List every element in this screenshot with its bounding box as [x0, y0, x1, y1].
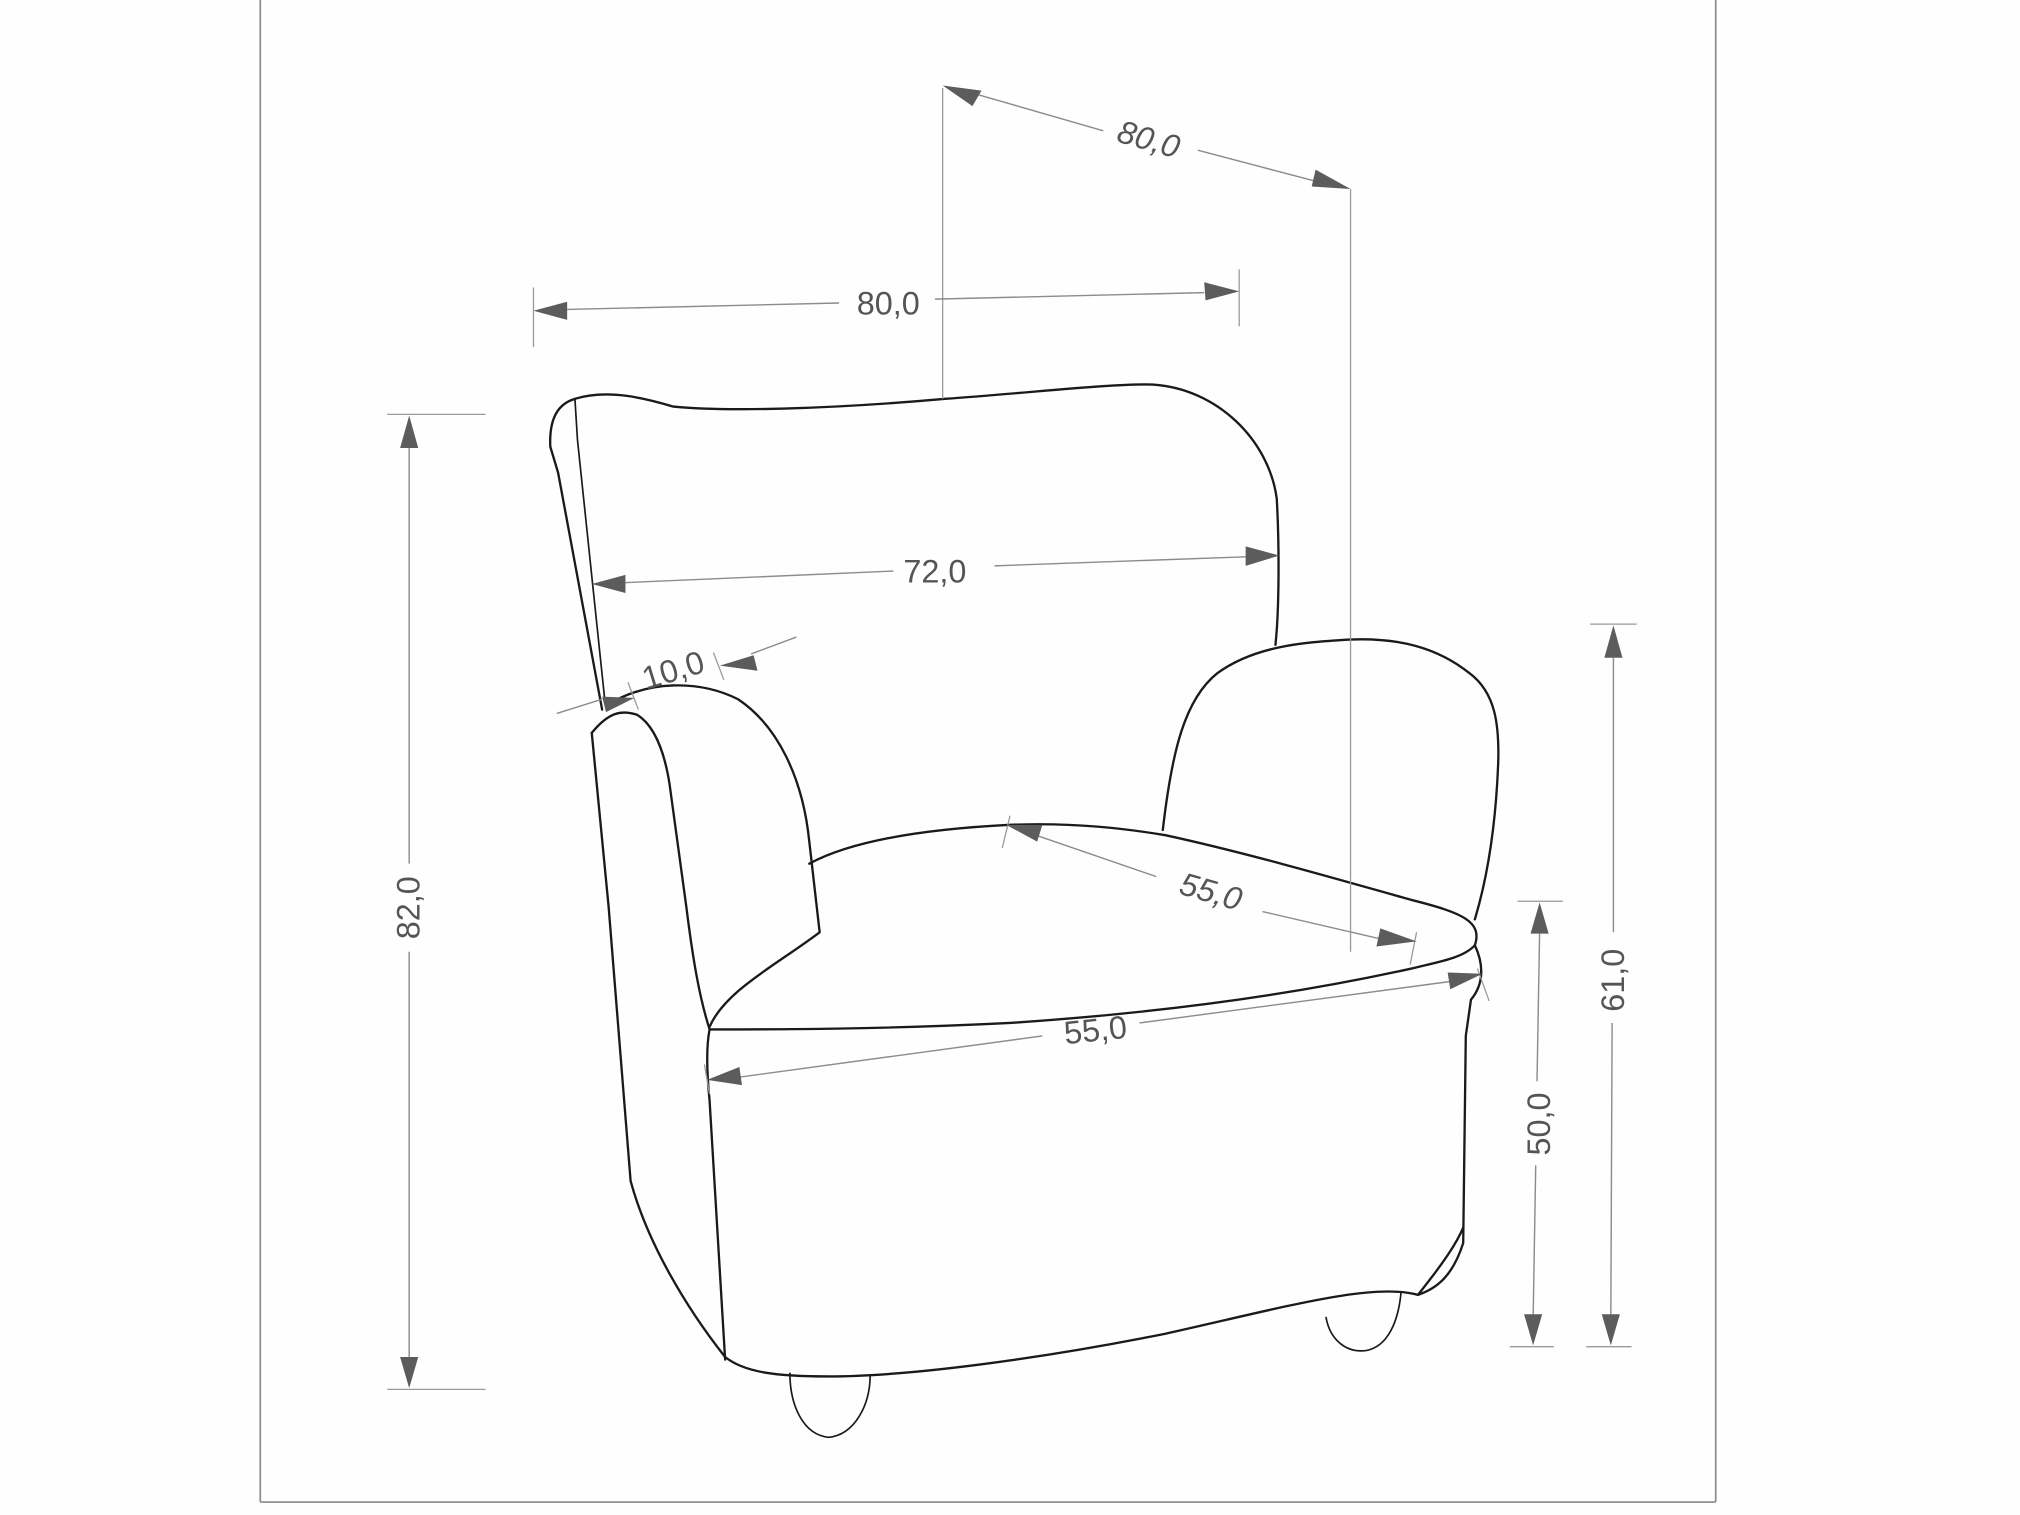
dimension-label-seat-width: 55,0	[1062, 1009, 1128, 1051]
armchair-outline	[549, 383, 1500, 1439]
front-left-leg	[789, 1372, 871, 1439]
dimension-label-armrest-height: 61,0	[1595, 949, 1631, 1012]
dimension-label-armrest-width: 10,0	[638, 644, 709, 697]
dimension-label-width-total: 80,0	[857, 286, 920, 322]
dimension-seat-height: 50,0	[1509, 900, 1563, 1348]
dimension-depth-total: 80,0	[942, 85, 1352, 952]
dimension-label-depth-total: 80,0	[1113, 113, 1183, 165]
dimension-armrest-height: 61,0	[1586, 623, 1637, 1348]
dimension-width-total: 80,0	[532, 269, 1240, 348]
dimension-label-seat-height: 50,0	[1521, 1092, 1557, 1155]
dimension-armrest-width: 10,0	[556, 636, 797, 715]
dimension-seat-width: 55,0	[703, 968, 1490, 1095]
dimension-seat-depth: 55,0	[1001, 815, 1418, 965]
front-right-leg	[1325, 1292, 1402, 1352]
dimension-label-total-height: 82,0	[391, 876, 427, 939]
dimension-label-seat-depth: 55,0	[1176, 866, 1246, 918]
dimension-label-backrest-width: 72,0	[903, 554, 966, 590]
dimension-total-height: 82,0	[387, 413, 486, 1391]
page-frame	[259, 0, 1717, 1503]
dimension-backrest-width: 72,0	[591, 546, 1280, 594]
